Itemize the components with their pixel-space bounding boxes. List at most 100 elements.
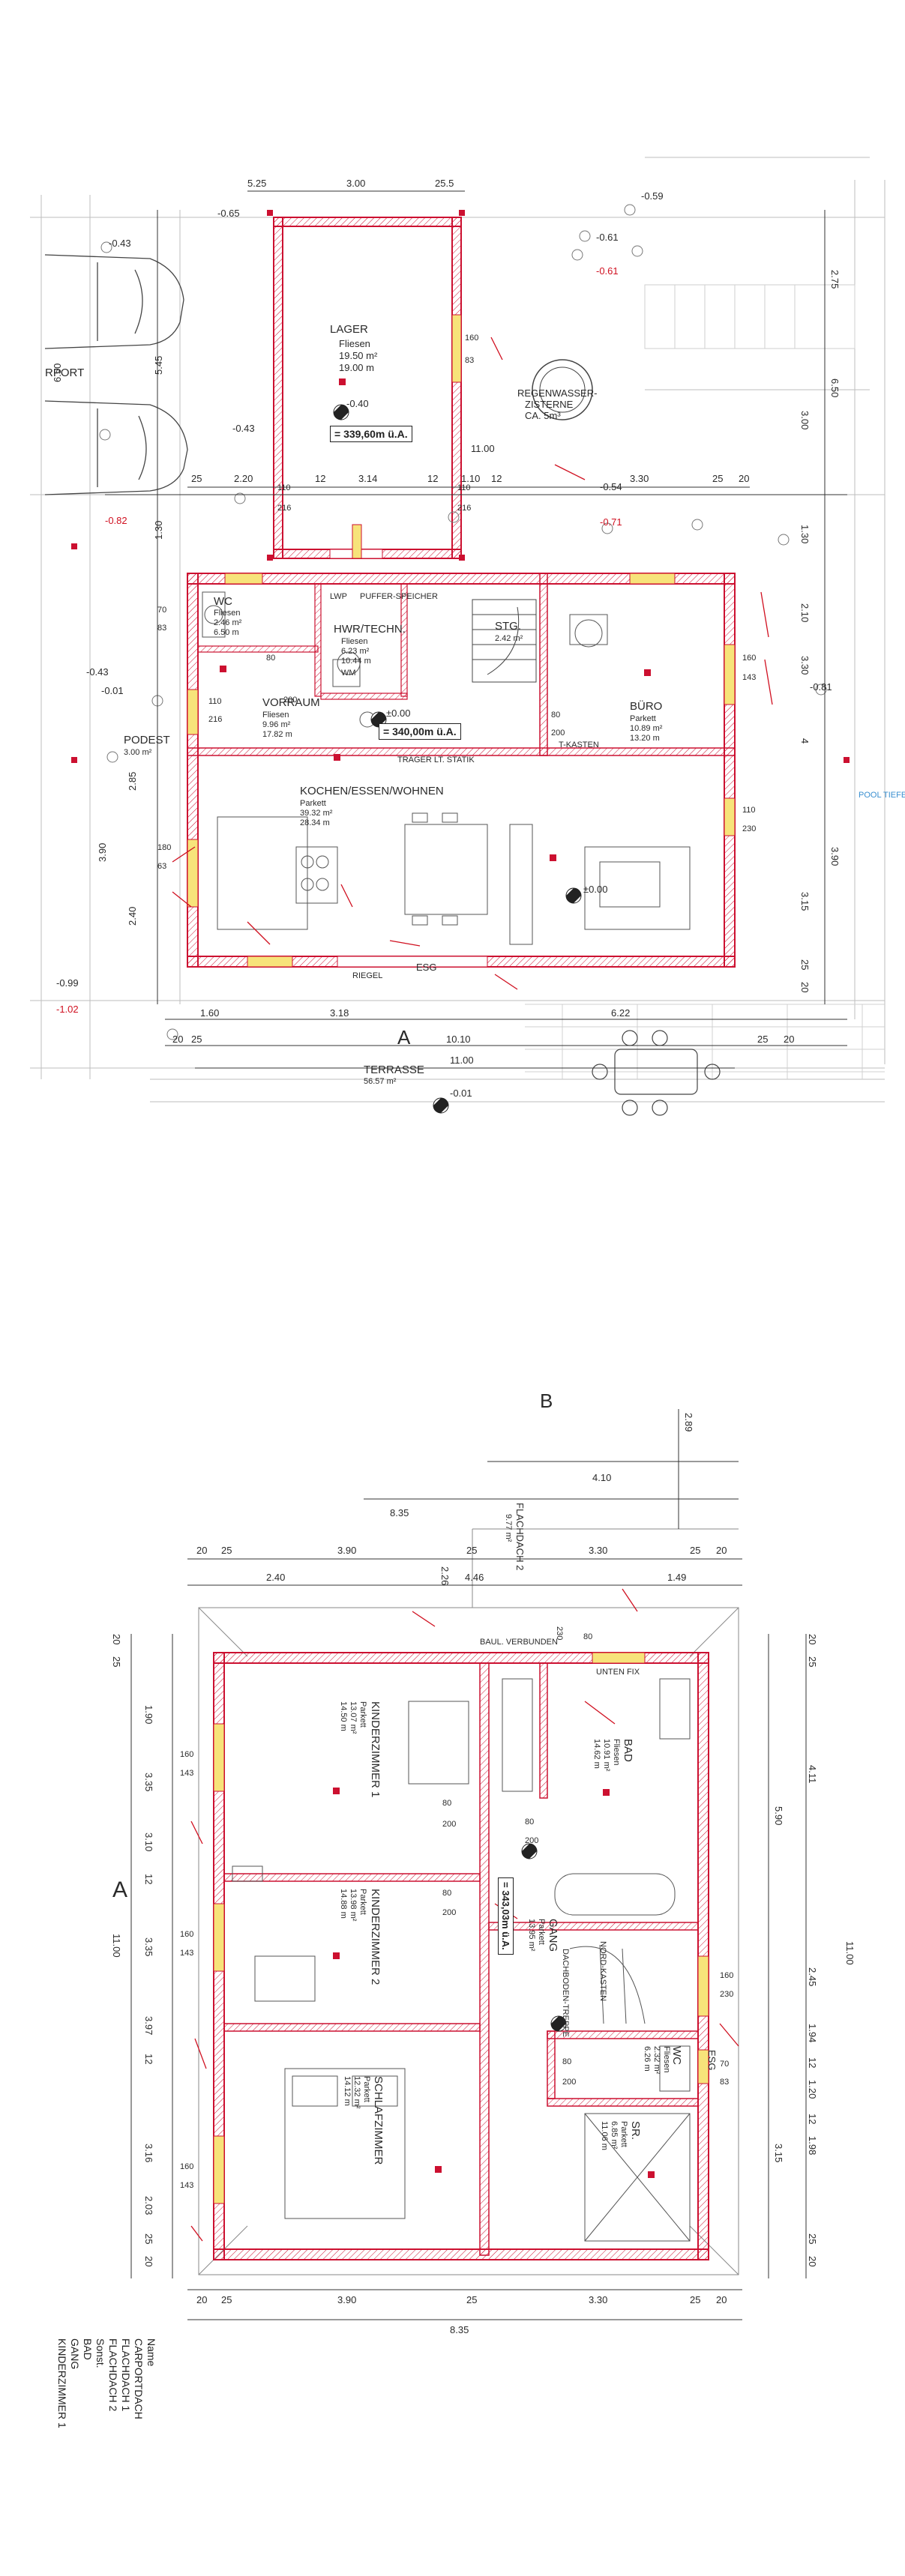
opening-tag: 143	[180, 2181, 194, 2190]
opening-tag: 230	[555, 1626, 564, 1641]
riegel-label: RIEGEL	[352, 971, 383, 980]
room-area-vorraum: 9.96 m²	[262, 720, 291, 729]
opening-tag: 80	[525, 1818, 535, 1827]
room-name-vorraum: VORRAUM	[262, 696, 320, 709]
opening-tag: 160	[720, 1971, 734, 1980]
dim-top: 25	[466, 1545, 478, 1556]
dim-bottom2: 25	[757, 1034, 769, 1045]
room-area-hwr: 6.23 m²	[341, 647, 370, 656]
room-perimeter-schlafzimmer: 14.12 m	[343, 2076, 352, 2106]
room-area-wc-upper: 2.32 m²	[652, 2046, 661, 2075]
legend-box: Name CARPORTDACH FLACHDACH 1 FLACHDACH 2…	[55, 2338, 157, 2428]
flachdach-area: 9.77 m²	[504, 1514, 513, 1542]
dim-left: 1.90	[143, 1705, 154, 1725]
room-floor-wc-upper: Fliesen	[662, 2046, 671, 2073]
roof-outline	[198, 1528, 739, 2275]
opening-tag: 80	[583, 1632, 593, 1641]
dim-mid: 12	[427, 473, 439, 484]
room-perimeter-wc: 6.50 m	[214, 628, 239, 637]
opening-tag: 160	[180, 1750, 194, 1759]
upper-level-marker	[521, 1843, 567, 2032]
height-label: -0.61	[596, 232, 619, 243]
opening-tag: 83	[720, 2078, 730, 2087]
column-markers	[71, 210, 850, 763]
room-area-lager: 19.50 m²	[339, 350, 378, 361]
dim-bottom2: 25	[191, 1034, 202, 1045]
dim-right: 12	[807, 2057, 818, 2069]
flachdach-label: FLACHDACH 2	[514, 1503, 526, 1571]
dim-right: 3.00	[799, 411, 811, 430]
dim-left: 3.10	[143, 1833, 154, 1852]
opening-tag: 80	[551, 711, 561, 720]
opening-tag: 160	[180, 1930, 194, 1939]
height-label: -0.01	[450, 1088, 472, 1099]
height-label: -0.61	[596, 265, 619, 277]
tkasten-label: T-KASTEN	[559, 740, 599, 749]
dim-left: 20	[143, 2256, 154, 2267]
dim-bottom-total: 8.35	[450, 2324, 469, 2335]
dachboden-label: DACHBODEN-TREPPE	[561, 1949, 570, 2037]
dim-right: 2.10	[799, 603, 811, 623]
dim-bottom: 25	[690, 2294, 701, 2305]
dim-left: 5.45	[153, 355, 164, 375]
opening-tag: 143	[742, 673, 757, 682]
upper-walls	[213, 1652, 709, 2260]
dim-bottom: 3.90	[337, 2294, 357, 2305]
room-name-podest: PODEST	[124, 734, 170, 746]
opening-tag: 110	[208, 697, 222, 706]
car-outline-1	[44, 254, 184, 349]
room-name-buero: BÜRO	[630, 700, 663, 713]
dim-mid: 2.20	[234, 473, 253, 484]
dim-right: 2.75	[829, 270, 841, 289]
opening-tag: 110	[742, 806, 756, 815]
esg-label-upper: ESG	[706, 2050, 718, 2071]
traeger-label: TRÄGER LT. STATIK	[397, 755, 475, 764]
dim-right: 20	[807, 1634, 818, 1645]
dim-835-top: 8.35	[390, 1507, 409, 1518]
opening-tag: 216	[277, 504, 292, 513]
opening-tag: 160	[742, 654, 757, 663]
section-marker-a-upper: A	[112, 1877, 128, 1902]
room-floor-sr: Parkett	[619, 2121, 628, 2147]
height-label: -0.01	[101, 685, 124, 696]
opening-tag: 70	[157, 606, 167, 615]
legend-item: FLACHDACH 2	[107, 2338, 119, 2412]
room-perimeter-lager: 19.00 m	[339, 362, 374, 373]
height-label: -0.99	[56, 977, 79, 989]
dim-right: 1.30	[799, 525, 811, 544]
height-label: -0.43	[109, 238, 131, 249]
height-label: ±0.00	[583, 884, 608, 895]
opening-tag: 80	[442, 1799, 452, 1808]
legend-item: Name	[145, 2338, 157, 2367]
height-label: ±0.00	[386, 708, 411, 719]
room-area-bad: 10.91 m²	[602, 1739, 611, 1772]
dim-bottom2: 10.10	[446, 1034, 471, 1045]
room-name-kinder1: KINDERZIMMER 1	[369, 1701, 382, 1798]
height-label: -0.71	[600, 516, 622, 528]
room-floor-bad: Fliesen	[612, 1739, 621, 1766]
opening-tag: 160	[180, 2162, 194, 2171]
room-perimeter-kinder2: 14.88 m	[339, 1889, 348, 1919]
dim-top-3: 25.5	[435, 178, 454, 189]
stair-ground	[472, 599, 537, 683]
upper-room-markers	[333, 1788, 655, 2178]
opening-tag: 83	[465, 356, 475, 365]
legend-item: Sonst.	[94, 2338, 106, 2368]
dim-bottom: 1.60	[200, 1007, 220, 1019]
dim-left-total: 11.00	[111, 1934, 122, 1958]
lwp-label: LWP	[330, 592, 348, 601]
room-area-gang: 13.95 m²	[527, 1919, 536, 1952]
legend-item: GANG	[69, 2338, 81, 2370]
dim-top-1: 5.25	[247, 178, 267, 189]
room-name-terrasse: TERRASSE	[364, 1064, 424, 1076]
cistern-label-1: REGENWASSER-	[517, 387, 598, 399]
room-area-kochen: 39.32 m²	[300, 809, 333, 818]
dim-left: 2.03	[143, 2196, 154, 2215]
esg-label: ESG	[416, 962, 437, 973]
dim-left: 3.97	[143, 2016, 154, 2036]
car-outline-2	[44, 400, 188, 495]
dim-right: 6.50	[829, 378, 841, 398]
height-label: -0.82	[105, 515, 127, 526]
dim-top2: 4.46	[465, 1572, 484, 1583]
